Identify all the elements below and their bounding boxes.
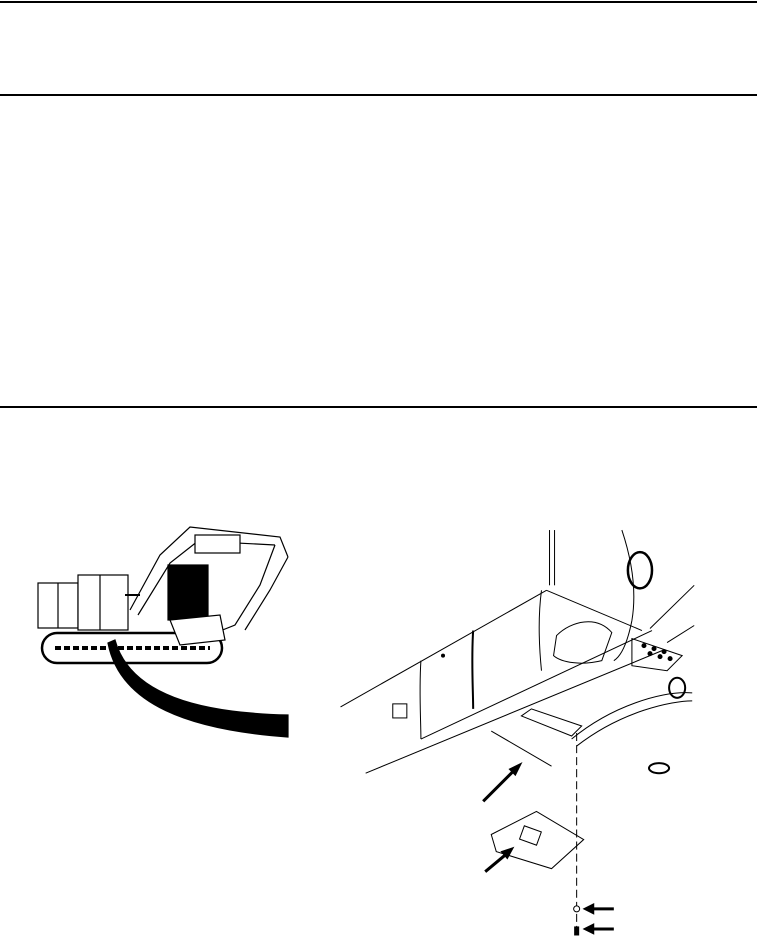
- callout-swoosh: [107, 639, 289, 738]
- section-divider-rule: [0, 406, 757, 408]
- access-cover-plate: [490, 810, 585, 870]
- header-top-rule: [0, 1, 757, 3]
- excavator-locator-illustration: [37, 526, 289, 738]
- header-bottom-rule: [0, 94, 757, 96]
- access-cover-removal-illustration: [340, 529, 695, 936]
- excavator-icon: [37, 526, 289, 665]
